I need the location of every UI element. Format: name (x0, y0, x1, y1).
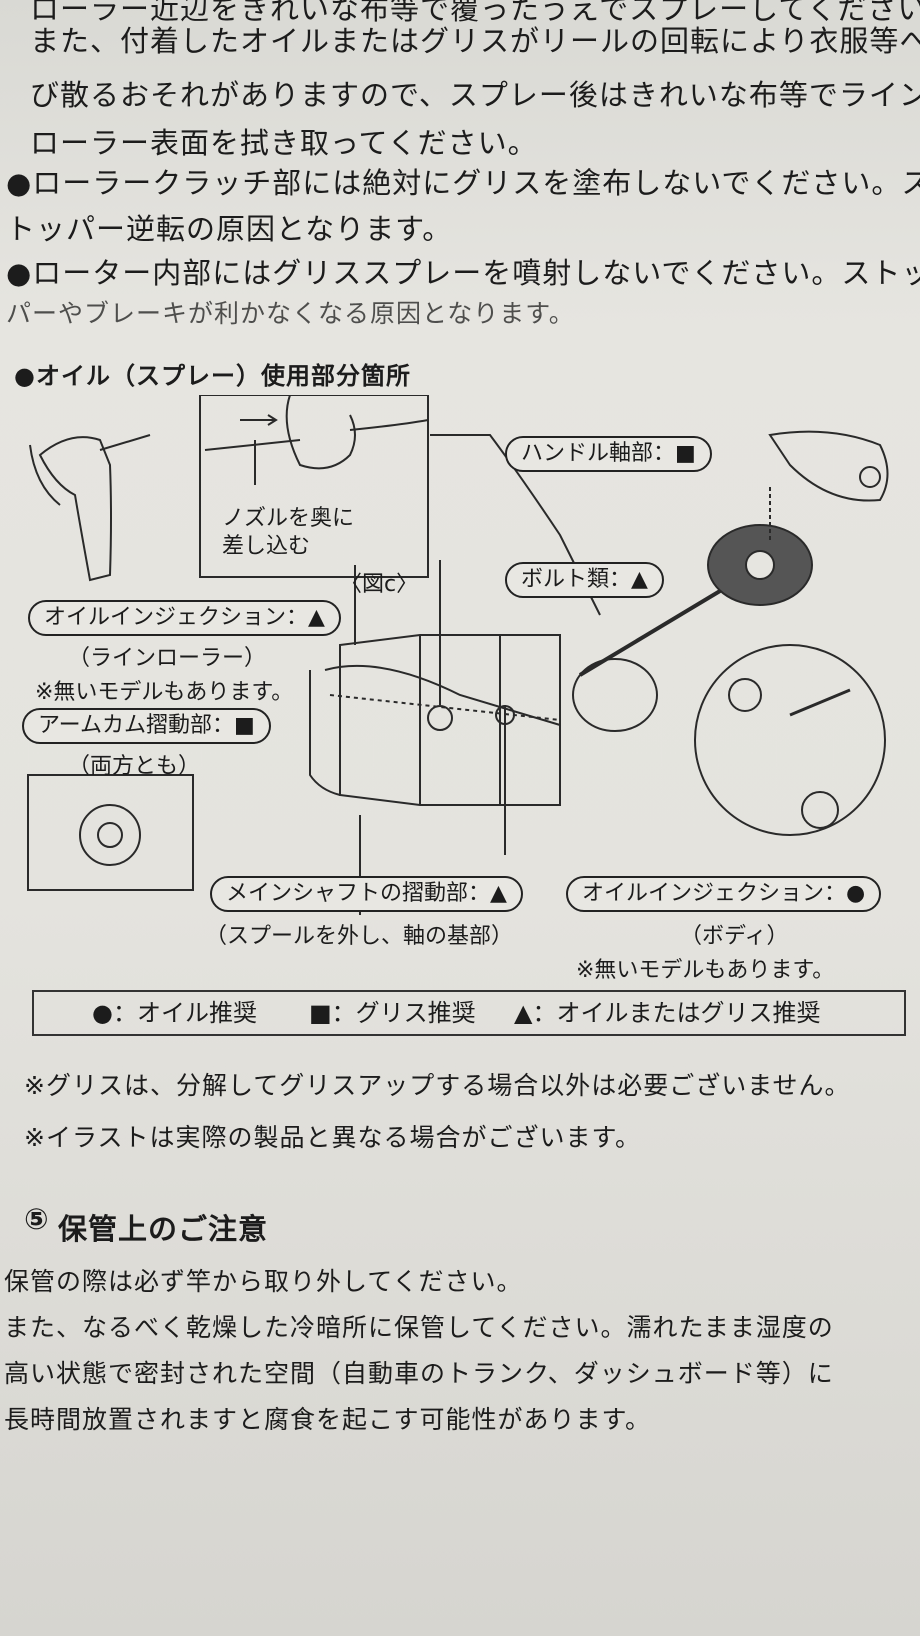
bolt-icon (427, 705, 453, 731)
note-illustration: ※イラストは実際の製品と異なる場合がございます。 (24, 1123, 641, 1152)
intro-line-1: ローラー近辺をきれいな布等で覆ったうえでスプレーしてください。 (30, 0, 920, 26)
no-model-note-2: ※無いモデルもあります。 (576, 958, 835, 983)
figure-label: 〈図c〉 (340, 572, 419, 597)
storage-number: ⑤ (24, 1202, 50, 1236)
warning-rotor: ●ローター内部にはグリススプレーを噴射しないでください。ストッ (6, 256, 920, 290)
oil-injection-roller-label: オイルインジェクション：▲ (28, 600, 341, 636)
body-injection-zoom (694, 644, 886, 836)
both-sides-label: （両方とも） (68, 754, 201, 779)
legend-either: ▲：オイルまたはグリス推奨 (514, 999, 821, 1027)
symbol-legend: ●：オイル推奨 ■：グリス推奨 ▲：オイルまたはグリス推奨 (32, 990, 906, 1036)
nozzle-instruction-1: ノズルを奥に (222, 506, 355, 531)
handle-shaft-label: ハンドル軸部：■ (505, 436, 712, 472)
arm-cam-inset-frame (27, 774, 194, 891)
intro-line-2: また、付着したオイルまたはグリスがリールの回転により衣服等へ飛 (30, 24, 920, 58)
intro-line-4: ローラー表面を拭き取ってください。 (30, 126, 538, 160)
nozzle-inset-frame (199, 395, 429, 578)
warning-roller-clutch-cont: トッパー逆転の原因となります。 (6, 212, 453, 246)
main-shaft-label: メインシャフトの摺動部：▲ (210, 876, 523, 912)
intro-line-3: び散るおそれがありますので、スプレー後はきれいな布等でライン (30, 78, 920, 112)
storage-line-4: 長時間放置されますと腐食を起こす可能性があります。 (4, 1405, 652, 1434)
bolts-label: ボルト類：▲ (505, 562, 664, 598)
nozzle-instruction-2: 差し込む (222, 534, 311, 559)
spray-can-icon (38, 436, 112, 582)
arm-cam-label: アームカム摺動部：■ (22, 708, 271, 744)
storage-title: 保管上のご注意 (58, 1212, 269, 1246)
warning-roller-clutch: ●ローラークラッチ部には絶対にグリスを塗布しないでください。ス (6, 166, 920, 200)
oil-injection-body-label: オイルインジェクション：● (566, 876, 882, 912)
body-label: （ボディ） (680, 924, 789, 949)
legend-grease: ■：グリス推奨 (309, 999, 476, 1027)
spool-note: （スプールを外し、軸の基部） (205, 924, 514, 949)
legend-oil: ●：オイル推奨 (92, 999, 257, 1027)
storage-line-3: 高い状態で密封された空間（自動車のトランク、ダッシュボード等）に (4, 1359, 834, 1388)
reel-spool-outline (339, 634, 561, 806)
reel-diagram (27, 395, 889, 915)
storage-line-2: また、なるべく乾燥した冷暗所に保管してください。濡れたまま湿度の (4, 1313, 834, 1342)
warning-rotor-cont: パーやブレーキが利かなくなる原因となります。 (6, 299, 575, 328)
handle-grip (768, 430, 889, 502)
line-roller-label: （ラインローラー） (68, 646, 267, 671)
rotor-cap (572, 658, 658, 732)
section-title: ●オイル（スプレー）使用部分箇所 (14, 362, 411, 390)
storage-line-1: 保管の際は必ず竿から取り外してください。 (4, 1267, 523, 1296)
no-model-note-1: ※無いモデルもあります。 (35, 680, 294, 705)
note-grease: ※グリスは、分解してグリスアップする場合以外は必要ございません。 (24, 1071, 851, 1100)
